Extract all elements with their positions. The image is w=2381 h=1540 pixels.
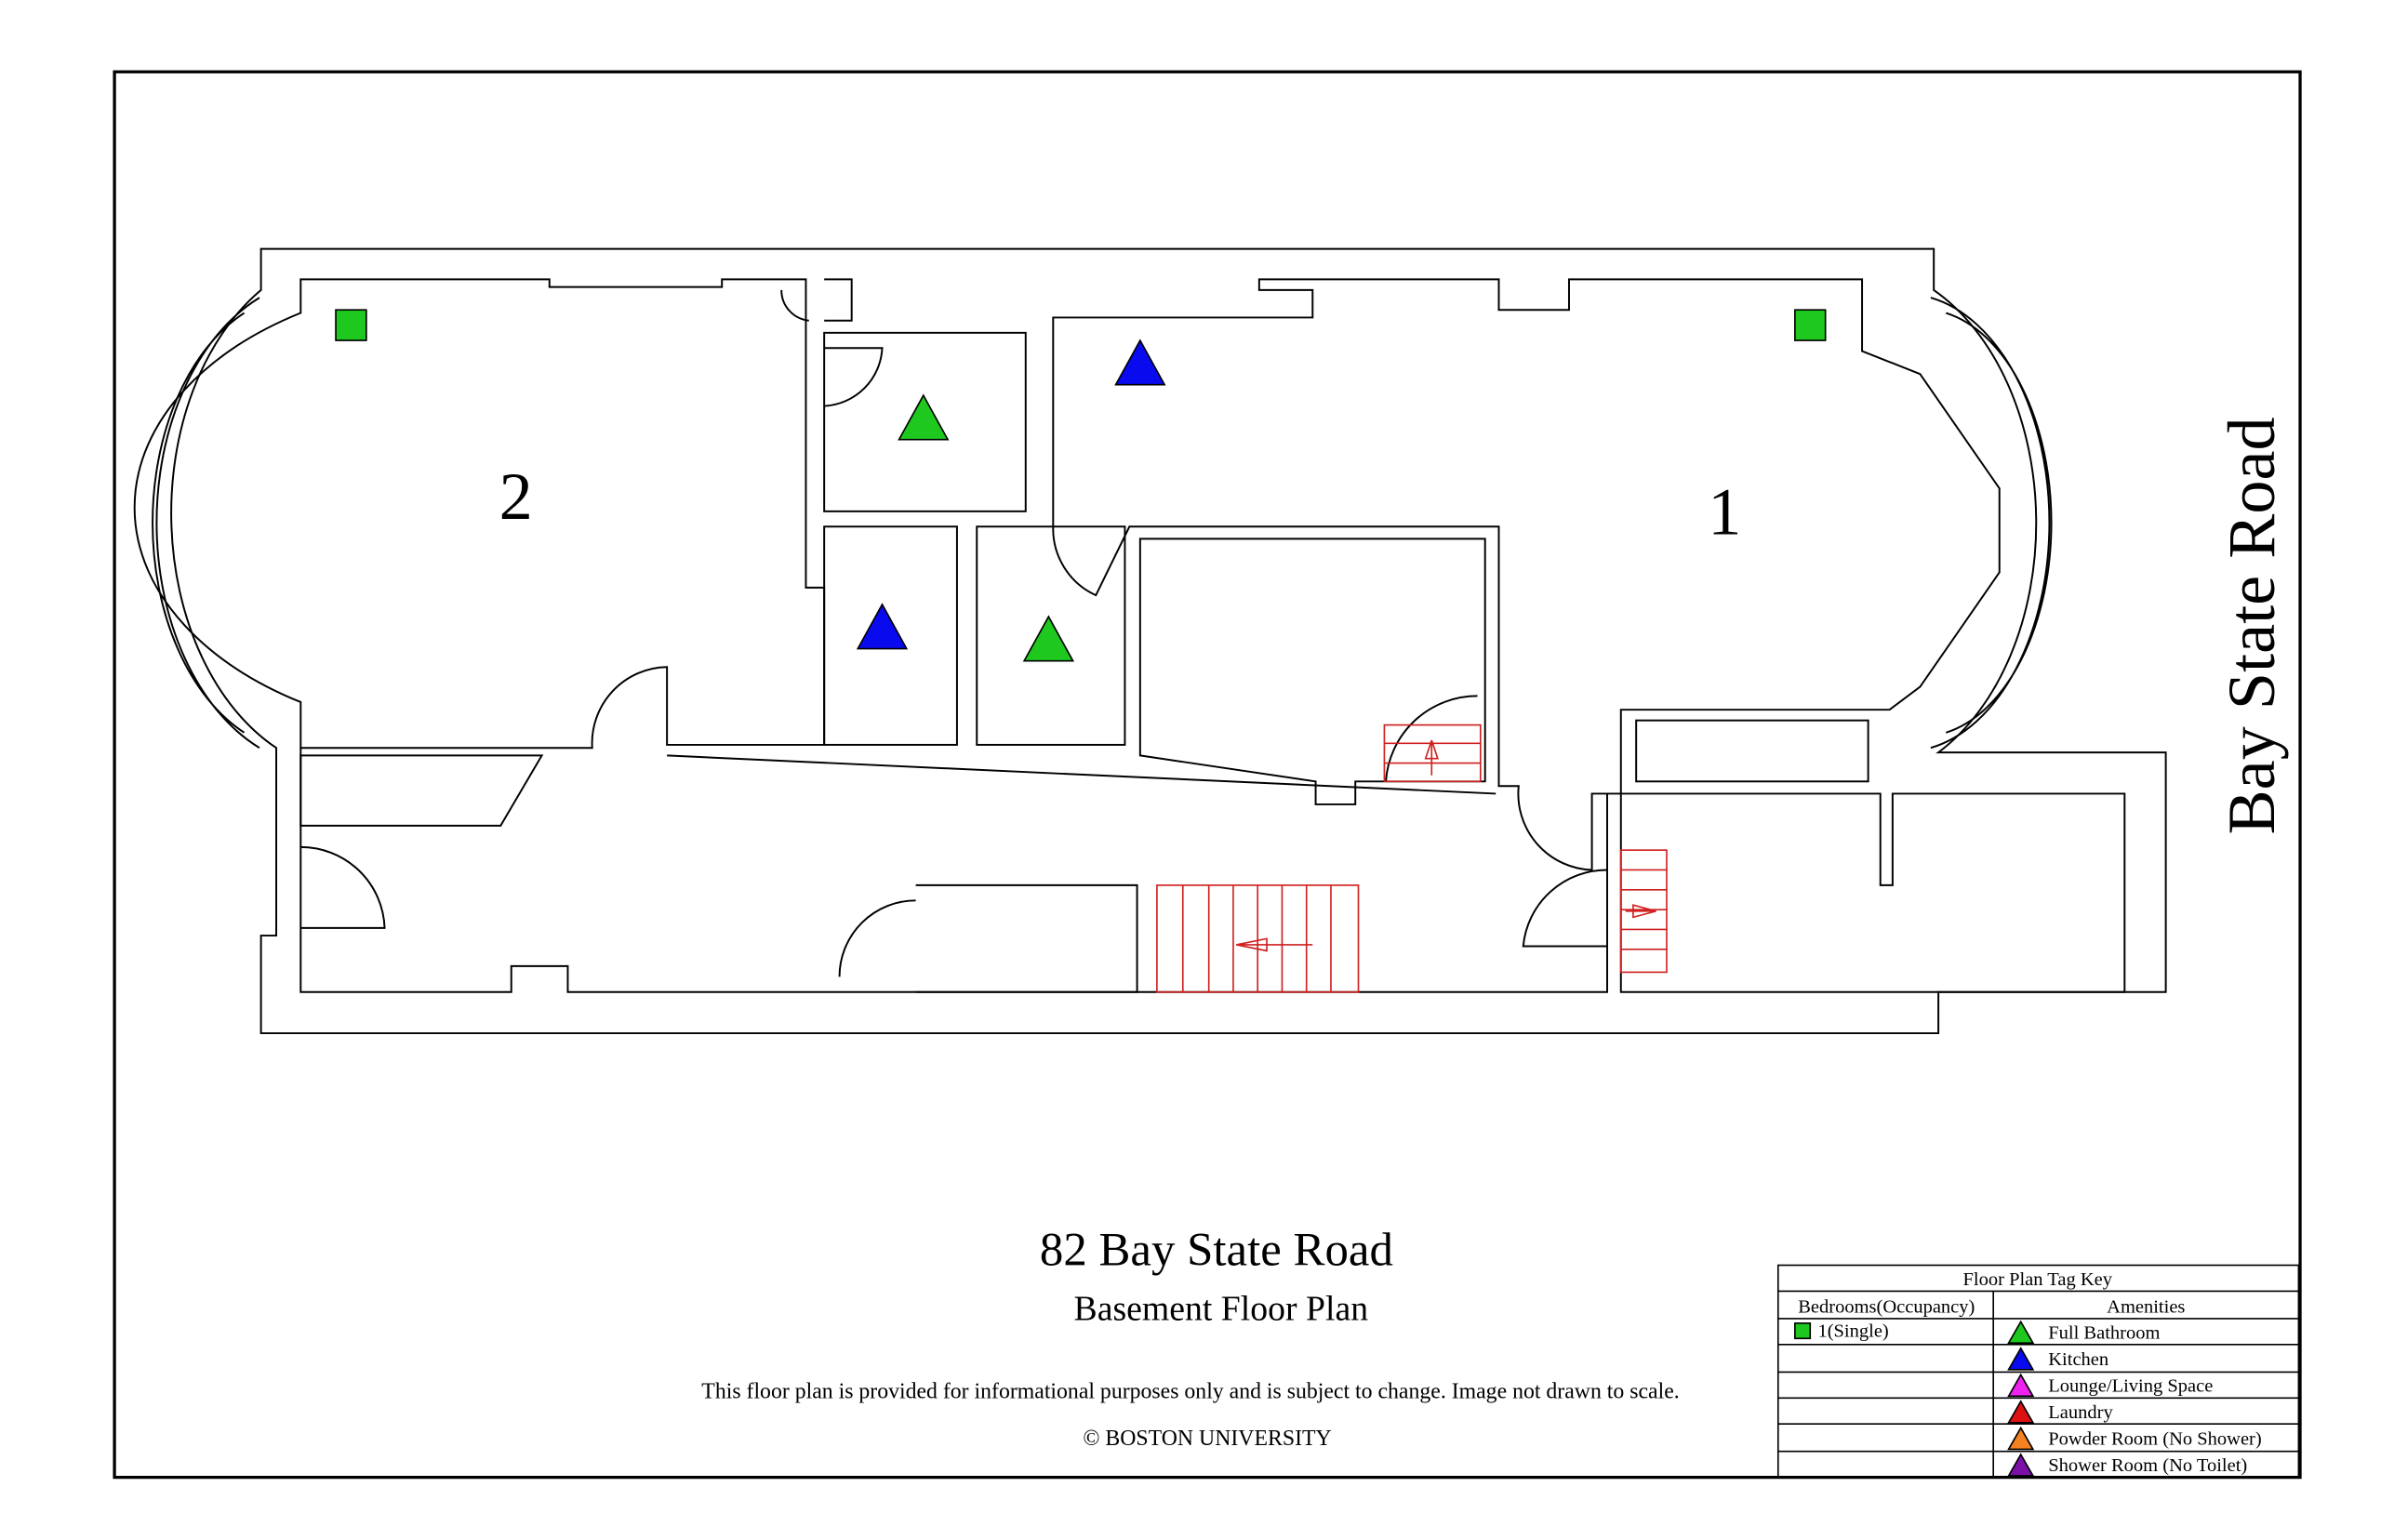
red-triangle-icon: [2007, 1400, 2035, 1424]
orange-triangle-icon: [2007, 1426, 2035, 1451]
blue-triangle-icon: [2007, 1347, 2035, 1371]
building-title: 82 Bay State Road: [1040, 1225, 1393, 1277]
legend-amenity-label: Kitchen: [2048, 1349, 2108, 1370]
unit-1-closet: [1635, 719, 1869, 783]
legend-bedrooms-header: Bedrooms(Occupancy): [1798, 1296, 1975, 1317]
unit-2-label: 2: [499, 459, 533, 534]
window-arc-right: [1930, 297, 2053, 750]
unit-1-label: 1: [1708, 474, 1741, 549]
magenta-triangle-icon: [2007, 1373, 2035, 1398]
kitchen-marker: [1114, 339, 1166, 386]
legend-amenities-header: Amenities: [2107, 1296, 2185, 1317]
corridor-wall: [667, 754, 1496, 795]
legend-table: [1776, 1264, 2300, 1479]
kitchen-marker: [856, 603, 909, 650]
unit-1-bathroom: [976, 525, 1126, 746]
window-arc-left: [152, 297, 260, 750]
green-triangle-icon: [2007, 1320, 2035, 1345]
building-inner-wall: [299, 748, 2126, 993]
stairs-main: [1156, 884, 1360, 993]
legend-amenity-label: Shower Room (No Toilet): [2048, 1455, 2247, 1476]
unit-2-bathroom: [823, 331, 1027, 512]
full-bathroom-marker: [1022, 615, 1075, 662]
sheet-border: [113, 70, 2302, 1480]
center-room: [1138, 538, 1486, 805]
purple-triangle-icon: [2007, 1453, 2035, 1477]
unit-2-lower-room: [299, 754, 544, 827]
full-bathroom-marker: [898, 393, 950, 441]
door-swing: [824, 347, 884, 407]
legend-amenity-label: Full Bathroom: [2048, 1322, 2160, 1343]
door-swing: [300, 845, 386, 929]
legend-amenity-label: Laundry: [2048, 1402, 2113, 1423]
unit-1: [976, 278, 2001, 871]
legend-amenity-label: Lounge/Living Space: [2048, 1375, 2213, 1396]
floor-subtitle: Basement Floor Plan: [1074, 1290, 1369, 1329]
legend-title: Floor Plan Tag Key: [1963, 1269, 2113, 1290]
copyright: © BOSTON UNIVERSITY: [1083, 1427, 1331, 1451]
legend-green-square-icon: [1794, 1322, 1812, 1340]
legend-amenity-label: Powder Room (No Shower): [2048, 1428, 2261, 1449]
street-label: Bay State Road: [2215, 417, 2289, 834]
storage-room: [838, 883, 1138, 993]
stairs-center: [1383, 724, 1482, 783]
disclaimer: This floor plan is provided for informat…: [701, 1379, 1679, 1403]
unit-2: [133, 278, 1027, 827]
door-swing: [780, 278, 853, 322]
door-swing: [1522, 869, 1608, 948]
unit-1-main-room: [1052, 278, 2001, 871]
bedroom-marker: [335, 309, 367, 341]
bedroom-marker: [1794, 309, 1827, 341]
legend-bedroom-label: 1(Single): [1817, 1321, 1888, 1342]
unit-2-main-room: [133, 278, 826, 750]
unit-2-kitchen: [823, 525, 958, 746]
stairs-right: [1619, 849, 1668, 974]
